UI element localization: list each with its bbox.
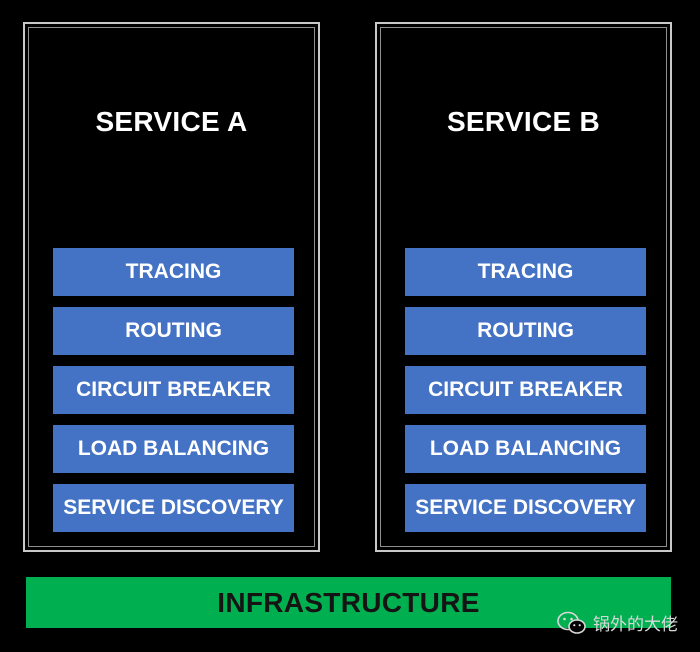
watermark-text: 锅外的大佬	[593, 615, 678, 635]
service-b-service-discovery: SERVICE DISCOVERY	[405, 484, 646, 532]
service-a-load-balancing: LOAD BALANCING	[53, 425, 294, 473]
service-a-box: SERVICE A TRACING ROUTING CIRCUIT BREAKE…	[23, 22, 320, 552]
service-b-routing: ROUTING	[405, 307, 646, 355]
infrastructure-label: INFRASTRUCTURE	[217, 586, 480, 618]
service-b-box: SERVICE B TRACING ROUTING CIRCUIT BREAKE…	[375, 22, 672, 552]
service-b-tracing: TRACING	[405, 248, 646, 296]
service-a-service-discovery: SERVICE DISCOVERY	[53, 484, 294, 532]
service-b-circuit-breaker: CIRCUIT BREAKER	[405, 366, 646, 414]
service-b-capabilities: TRACING ROUTING CIRCUIT BREAKER LOAD BAL…	[405, 248, 646, 532]
infrastructure-bar: INFRASTRUCTURE	[26, 577, 671, 628]
watermark: 锅外的大佬	[557, 610, 678, 635]
service-a-tracing: TRACING	[53, 248, 294, 296]
service-b-load-balancing: LOAD BALANCING	[405, 425, 646, 473]
service-a-routing: ROUTING	[53, 307, 294, 355]
service-b-title: SERVICE B	[446, 106, 601, 137]
service-a-title: SERVICE A	[95, 106, 248, 137]
wechat-icon	[557, 611, 587, 635]
service-a-capabilities: TRACING ROUTING CIRCUIT BREAKER LOAD BAL…	[53, 248, 294, 532]
service-a-circuit-breaker: CIRCUIT BREAKER	[53, 366, 294, 414]
